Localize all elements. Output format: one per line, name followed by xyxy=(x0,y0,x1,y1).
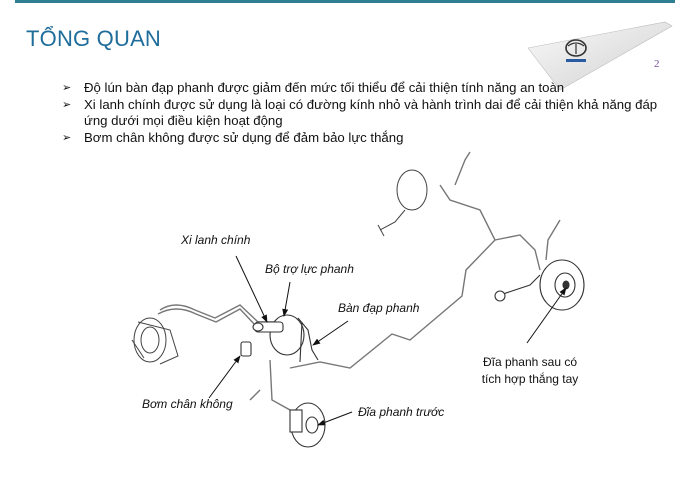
label-brake-pedal: Bàn đạp phanh xyxy=(338,301,420,315)
bullet-item: ➢Độ lún bàn đạp phanh được giảm đến mức … xyxy=(62,80,565,95)
booster-assembly xyxy=(240,314,319,363)
arrowhead-bullet-icon: ➢ xyxy=(62,98,72,111)
label-front-disc: Đĩa phanh trước xyxy=(358,405,445,419)
bullet-item: ➢Bơm chân không được sử dụng để đảm bảo … xyxy=(62,129,404,145)
front-left-wheel-assembly xyxy=(131,317,179,365)
arrowhead-bullet-icon: ➢ xyxy=(62,131,72,144)
callout-arrows xyxy=(208,255,567,426)
label-master-cylinder: Xi lanh chính xyxy=(181,233,251,247)
rear-left-wheel-assembly xyxy=(377,169,428,237)
label-rear-disc: Đĩa phanh sau có tích hợp thắng tay xyxy=(481,355,579,386)
slide-title: TỔNG QUAN xyxy=(26,26,162,51)
label-vacuum-pump: Bơm chân không xyxy=(142,397,233,411)
rear-disc-brake xyxy=(494,259,585,311)
header-rule xyxy=(15,0,675,3)
page-number: 2 xyxy=(654,58,660,70)
bullet-item: ➢Xi lanh chính được sử dụng là loại có đ… xyxy=(62,96,658,129)
arrowhead-bullet-icon: ➢ xyxy=(62,82,72,94)
mazda-logo xyxy=(527,21,673,91)
bullet-list: ➢Độ lún bàn đạp phanh được giảm đến mức … xyxy=(62,80,682,146)
front-disc-brake xyxy=(289,402,326,448)
label-brake-booster: Bộ trợ lực phanh xyxy=(265,262,354,276)
